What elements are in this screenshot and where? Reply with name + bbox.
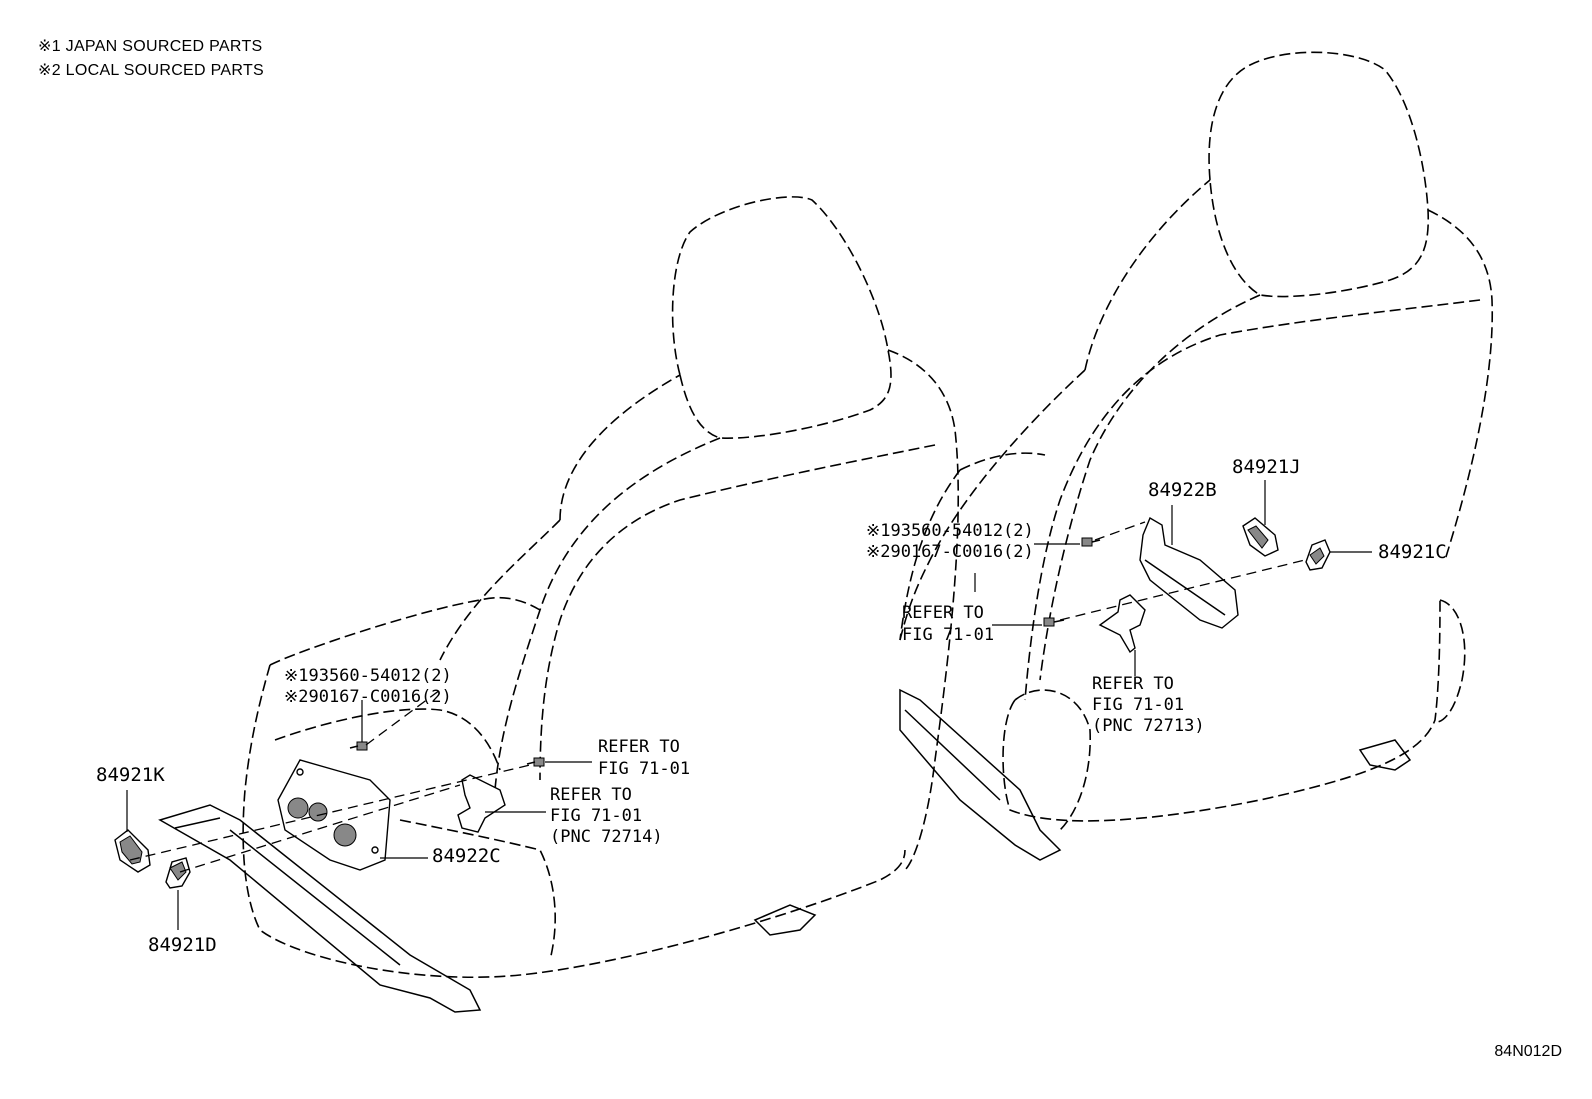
part-84922C-label: 84922C <box>432 845 501 867</box>
right-refer-a-line2: FIG 71-01 <box>902 625 995 645</box>
legend-local-sourced: ※2 LOCAL SOURCED PARTS <box>38 62 264 79</box>
left-bracket <box>457 774 506 833</box>
left-knob-84921D <box>165 857 191 889</box>
part-84921J-label: 84921J <box>1232 456 1301 478</box>
part-84921K-label: 84921K <box>96 764 165 786</box>
legend-japan-sourced: ※1 JAPAN SOURCED PARTS <box>38 38 263 55</box>
left-bolt-part-1-label: ※193560-54012(2) <box>284 666 452 686</box>
right-bolt-lower <box>1043 617 1065 627</box>
left-refer-a-line1: REFER TO <box>598 737 680 757</box>
left-refer-b-line2: FIG 71-01 <box>550 806 643 826</box>
right-bracket <box>1098 594 1146 654</box>
left-refer-b-line3: (PNC 72714) <box>550 827 663 847</box>
left-bolt-right <box>526 757 545 767</box>
right-align-line-upper <box>1094 521 1146 541</box>
part-84921D-label: 84921D <box>148 934 217 956</box>
left-align-line-lower <box>179 784 461 873</box>
right-seat-outline <box>899 51 1494 861</box>
part-84921C-label: 84921C <box>1378 541 1447 563</box>
right-switch-assembly-84922B <box>1139 516 1239 629</box>
right-refer-a-line1: REFER TO <box>902 603 984 623</box>
right-bolt-part-1-label: ※193560-54012(2) <box>866 521 1034 541</box>
left-seat-outline <box>158 196 960 1013</box>
left-switch-assembly-84922C <box>277 759 391 871</box>
right-leaders <box>974 480 1372 676</box>
right-refer-b-line2: FIG 71-01 <box>1092 695 1185 715</box>
figure-id: 84N012D <box>1494 1043 1562 1060</box>
left-refer-b-line1: REFER TO <box>550 785 632 805</box>
right-knob-84921J <box>1242 517 1279 557</box>
left-leaders <box>126 700 592 930</box>
right-refer-b-line1: REFER TO <box>1092 674 1174 694</box>
left-refer-a-line2: FIG 71-01 <box>598 759 691 779</box>
left-bolt-upper <box>349 741 368 751</box>
left-cover-84921K <box>114 829 151 873</box>
right-bolt-upper <box>1081 537 1101 547</box>
left-bolt-part-2-label: ※290167-C0016(2) <box>284 687 452 707</box>
right-cover-84921C <box>1305 539 1331 571</box>
part-84922B-label: 84922B <box>1148 479 1217 501</box>
left-align-line-upper <box>129 764 531 861</box>
right-align-line-lower <box>1059 559 1306 621</box>
right-bolt-part-2-label: ※290167-C0016(2) <box>866 542 1034 562</box>
right-refer-b-line3: (PNC 72713) <box>1092 716 1205 736</box>
